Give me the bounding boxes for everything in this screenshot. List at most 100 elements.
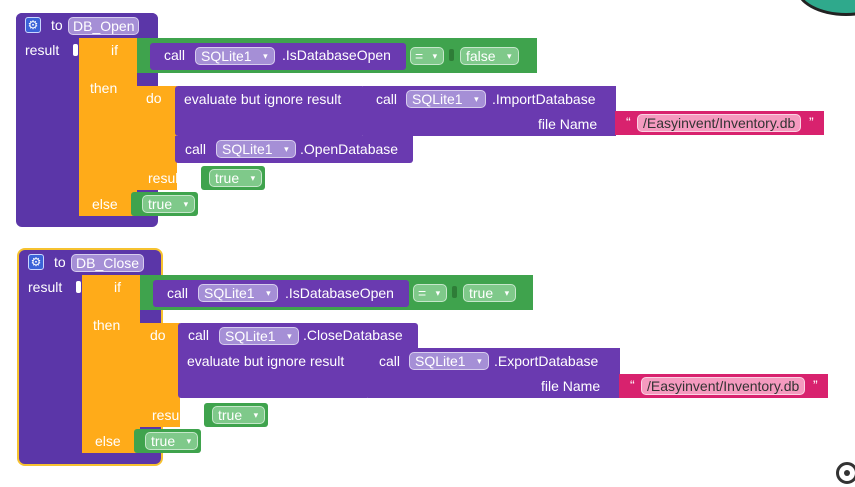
boolean-dropdown[interactable]: false ▾ [460,47,519,65]
value-socket [452,286,457,298]
chevron-down-icon: ▾ [250,173,256,183]
inner-result-label: result [148,170,183,186]
call-label: call [167,285,189,301]
component-name: SQLite1 [204,285,255,301]
call-label: call [188,327,210,343]
value-socket [449,49,454,61]
boolean-dropdown[interactable]: true ▾ [209,169,263,187]
chevron-down-icon: ▾ [474,94,479,104]
do-statement-block[interactable] [140,323,180,427]
chevron-down-icon: ▾ [477,356,482,366]
open-database-method: .OpenDatabase [300,141,399,157]
else-label: else [92,196,118,212]
component-dropdown[interactable]: SQLite1 ▾ [409,352,489,370]
call-label: call [185,141,207,157]
do-label: do [150,327,166,343]
open-quote: “ [630,377,635,393]
component-dropdown[interactable]: SQLite1 ▾ [195,47,275,65]
result-label: result [28,279,63,295]
file-path: /Easyinvent/Inventory.db [643,115,796,131]
evaluate-label: evaluate but ignore result [187,353,345,369]
compare-operator-dropdown[interactable]: = ▾ [410,47,445,65]
compare-operator-dropdown[interactable]: = ▾ [413,284,448,302]
chevron-down-icon: ▾ [507,51,512,61]
mascot-icon [796,0,855,16]
chevron-down-icon: ▾ [504,288,510,298]
is-database-open-call[interactable] [153,280,409,307]
component-dropdown[interactable]: SQLite1 ▾ [406,90,486,108]
boolean-dropdown[interactable]: true ▾ [142,195,196,213]
if-label: if [111,42,118,58]
evaluate-ignore-block[interactable] [175,86,365,136]
component-dropdown[interactable]: SQLite1 ▾ [198,284,278,302]
export-database-method: .ExportDatabase [494,353,599,369]
call-label: call [376,91,398,107]
is-database-open-method: .IsDatabaseOpen [282,47,391,63]
chevron-down-icon: ▾ [287,331,292,341]
procedure-name: DB_Close [76,255,140,271]
chevron-down-icon: ▾ [183,199,189,209]
compare-operator: = [415,48,424,64]
component-dropdown[interactable]: SQLite1 ▾ [216,140,296,158]
open-quote: “ [626,114,631,130]
boolean-value: false [466,48,496,64]
is-database-open-method: .IsDatabaseOpen [285,285,394,301]
procedure-name-field[interactable]: DB_Open [68,17,140,35]
component-name: SQLite1 [412,91,463,107]
boolean-dropdown[interactable]: true ▾ [145,432,199,450]
if-then-else-block[interactable] [82,275,140,453]
evaluate-ignore-block[interactable] [178,348,370,398]
component-name: SQLite1 [222,141,273,157]
chevron-down-icon: ▾ [186,436,192,446]
gear-icon[interactable]: ⚙ [25,17,41,33]
to-label: to [51,17,63,33]
component-name: SQLite1 [225,328,276,344]
chevron-down-icon: ▾ [435,288,441,298]
do-label: do [146,90,162,106]
result-label: result [25,42,60,58]
chevron-down-icon: ▾ [266,288,271,298]
boolean-value: true [215,170,240,186]
if-then-else-block[interactable] [79,38,137,216]
close-database-method: .CloseDatabase [303,327,403,343]
file-path-field[interactable]: /Easyinvent/Inventory.db [637,114,802,132]
compare-operator: = [418,285,427,301]
else-label: else [95,433,121,449]
procedure-name: DB_Open [73,18,135,34]
boolean-value: true [469,285,494,301]
chevron-down-icon: ▾ [263,51,268,61]
chevron-down-icon: ▾ [284,144,289,154]
crosshair-icon[interactable] [836,462,855,484]
file-name-label: file Name [538,116,598,132]
do-statement-block[interactable] [137,86,177,190]
file-path-field[interactable]: /Easyinvent/Inventory.db [641,377,806,395]
component-name: SQLite1 [201,48,252,64]
gear-icon[interactable]: ⚙ [28,254,44,270]
import-database-method: .ImportDatabase [492,91,596,107]
chevron-down-icon: ▾ [253,410,259,420]
chevron-down-icon: ▾ [432,51,438,61]
call-label: call [164,47,186,63]
file-name-label: file Name [541,378,601,394]
close-quote: ” [813,377,818,393]
evaluate-label: evaluate but ignore result [184,91,342,107]
is-database-open-call[interactable] [150,43,406,70]
procedure-name-field[interactable]: DB_Close [71,254,145,272]
file-path: /Easyinvent/Inventory.db [647,378,800,394]
boolean-value: true [148,196,173,212]
boolean-dropdown[interactable]: true ▾ [463,284,517,302]
component-dropdown[interactable]: SQLite1 ▾ [219,327,299,345]
boolean-value: true [218,407,243,423]
then-label: then [93,317,121,333]
component-name: SQLite1 [415,353,466,369]
then-label: then [90,80,118,96]
import-database-call[interactable] [363,86,616,136]
boolean-dropdown[interactable]: true ▾ [212,406,266,424]
close-quote: ” [809,114,814,130]
inner-result-label: result [152,407,187,423]
call-label: call [379,353,401,369]
boolean-value: true [151,433,176,449]
result-socket [73,44,78,56]
result-socket [76,281,81,293]
if-label: if [114,279,121,295]
